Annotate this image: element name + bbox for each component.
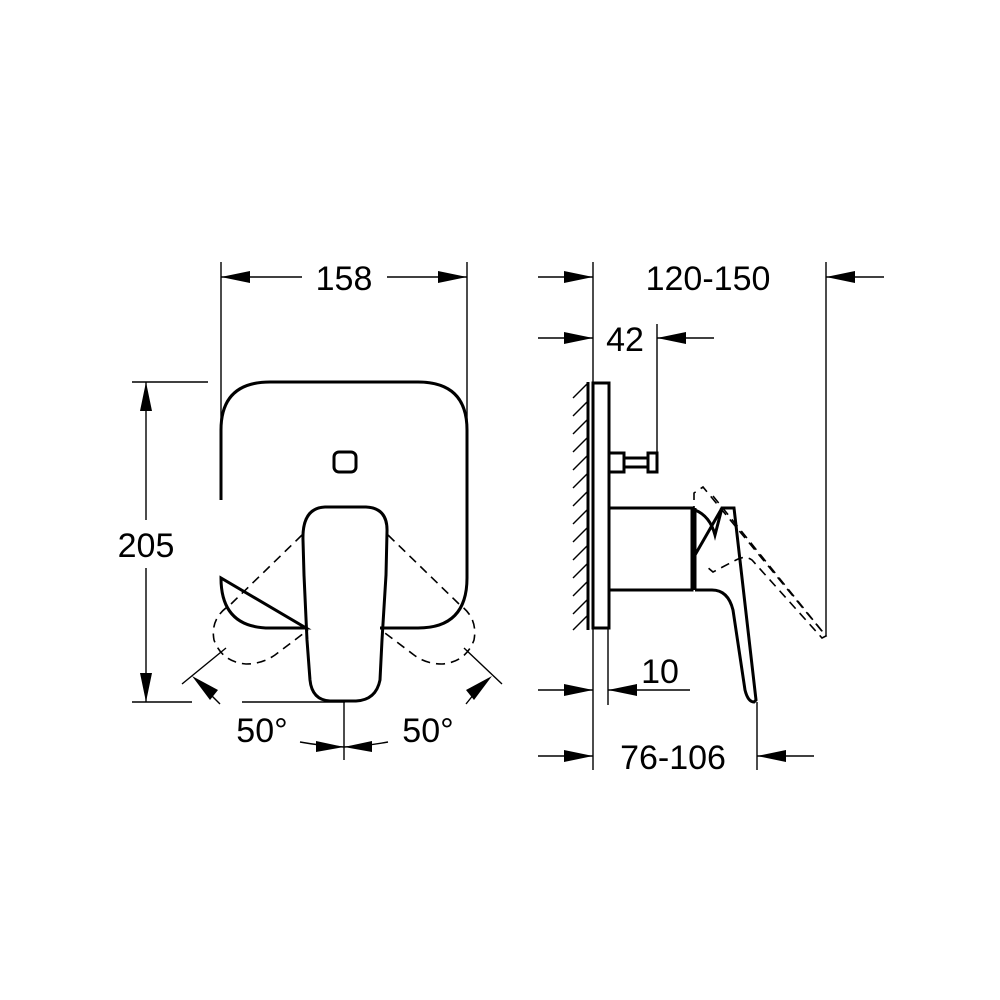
height-dimension-label: 205 [118,527,175,565]
spindle-length-label: 42 [606,321,644,359]
escutcheon-plate [219,380,469,630]
plate-thickness-label: 10 [641,653,679,691]
angle-left-label: 50° [236,712,287,750]
side-plate [591,381,611,630]
lever-handle [301,505,389,703]
cartridge-body [607,506,694,592]
handle-left-position [212,534,309,665]
handle-depth-label: 76-106 [620,739,726,777]
diverter-knob-side [609,451,659,474]
handle-right-position [380,534,476,665]
lever-raised-position [693,485,828,639]
front-view: 158 205 50° 50° [118,260,503,760]
width-dimension-label: 158 [316,260,373,298]
angle-right-label: 50° [402,712,453,750]
wall-hatching [572,382,590,631]
side-view: 120-150 42 10 76-106 [538,260,884,777]
total-depth-label: 120-150 [646,260,771,298]
diverter-button [332,450,358,474]
lever-side [694,506,758,704]
